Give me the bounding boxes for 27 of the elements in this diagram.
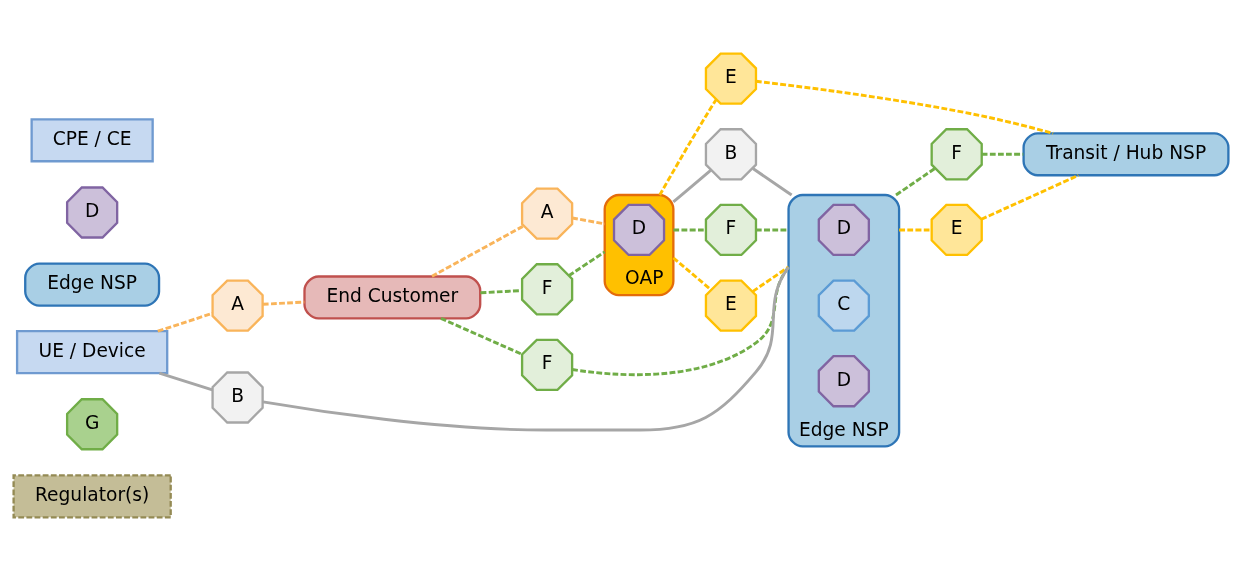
connector — [752, 166, 793, 196]
connector — [899, 228, 932, 231]
connector — [981, 152, 1024, 156]
connector — [673, 228, 706, 231]
connector — [658, 98, 718, 196]
connector — [157, 311, 213, 333]
connector — [672, 168, 712, 203]
node-box: UE / Device — [15, 329, 169, 374]
connector — [572, 216, 605, 225]
connector — [672, 256, 712, 291]
connector — [262, 265, 790, 432]
node-box: Edge NSP — [24, 262, 161, 307]
node-box: CPE / CE — [30, 117, 154, 162]
node-box: Regulator(s) — [12, 473, 172, 518]
connector — [571, 265, 790, 376]
connector — [440, 316, 523, 356]
connector — [480, 288, 522, 294]
connector — [752, 265, 790, 293]
connector — [431, 224, 525, 278]
connector — [159, 371, 213, 391]
connector — [755, 79, 1054, 135]
node-box: Transit / Hub NSP — [1022, 131, 1230, 176]
node-box: End Customer — [303, 274, 482, 320]
connector — [980, 173, 1079, 221]
connector — [756, 228, 789, 231]
connector — [568, 250, 606, 277]
connector — [895, 166, 937, 196]
